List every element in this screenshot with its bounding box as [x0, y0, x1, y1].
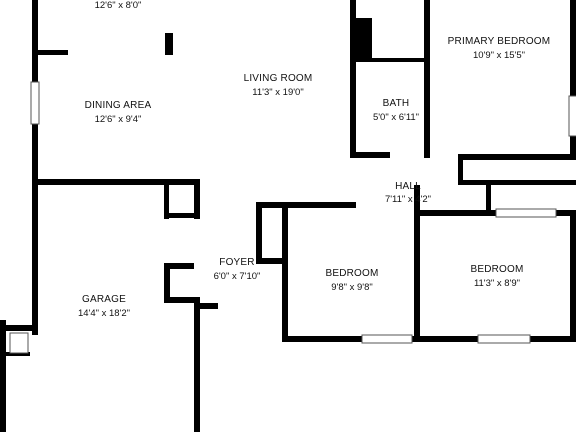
window-dining-left [30, 81, 40, 125]
wall-garage-right [194, 297, 200, 432]
wall-foyer-upper-right [194, 179, 200, 219]
wall-bedroom-divider [414, 216, 420, 342]
wall-bedrooms-top [256, 202, 356, 208]
wall-garage-inner-top [164, 263, 194, 269]
wall-foyer-left-stub [256, 202, 262, 264]
wall-garage-left-upper [32, 185, 38, 335]
wall-garage-step2 [6, 352, 30, 356]
bedroom-right-dims: 11'3" x 8'9" [474, 278, 520, 289]
dining-area-name: DINING AREA [85, 100, 152, 111]
wall-garage-left [0, 320, 6, 432]
hall-name: HALL [395, 181, 421, 192]
window-hall-closet [495, 208, 557, 218]
dining-area-dims: 12'6" x 9'4" [95, 114, 142, 125]
wall-garage-foyer-right [194, 303, 218, 309]
room-labels: 12'6" x 8'0" DINING AREA 12'6" x 9'4" LI… [78, 0, 550, 319]
wall-primary-bottom [458, 154, 576, 160]
wall-bedroom-left-left [282, 202, 288, 342]
wall-garage-closet-stub [164, 185, 169, 219]
wall-garage-inner-bottom [164, 297, 200, 303]
window-bedroom-right [477, 334, 531, 344]
fixture-top [165, 33, 173, 55]
wall-bath-right [424, 0, 430, 158]
window-bedroom-left [361, 334, 413, 344]
bath-name: BATH [383, 98, 410, 109]
bedroom-left-dims: 9'8" x 9'8" [331, 282, 373, 293]
wall-primary-right [570, 0, 576, 160]
garage-name: GARAGE [82, 294, 126, 305]
window-garage-left [9, 332, 29, 354]
wall-dining-bottom [32, 179, 200, 185]
living-room-name: LIVING ROOM [244, 73, 313, 84]
bedroom-left-name: BEDROOM [325, 268, 378, 279]
wall-bath-bottom [350, 152, 390, 158]
wall-bedroom-divider-top [414, 185, 420, 216]
foyer-dims: 6'0" x 7'10" [214, 271, 261, 282]
wall-bath-top-partial [356, 58, 424, 62]
wall-garage-step [0, 325, 38, 331]
wall-hall-closet-bottom [458, 180, 576, 185]
wall-garage-inner-left [164, 263, 170, 303]
windows [9, 81, 576, 354]
wall-hall-closet-divider [486, 180, 491, 216]
hall-dims: 7'11" x 4'2" [385, 194, 431, 205]
wall-foyer-stub-bottom [256, 258, 286, 264]
window-primary-right [568, 95, 576, 137]
bath-dims: 5'0" x 6'11" [373, 112, 419, 123]
wall-top-stub [38, 50, 68, 55]
wall-garage-closet-top [164, 213, 200, 218]
wall-bedrooms-bottom [282, 336, 576, 342]
foyer-name: FOYER [219, 257, 254, 268]
top-room-dims: 12'6" x 8'0" [95, 0, 142, 11]
living-room-dims: 11'3" x 19'0" [252, 87, 303, 98]
bedroom-right-name: BEDROOM [470, 264, 523, 275]
primary-bedroom-name: PRIMARY BEDROOM [448, 36, 551, 47]
primary-bedroom-dims: 10'9" x 15'5" [473, 50, 525, 61]
wall-bath-left [350, 0, 356, 158]
wall-bedrooms-top-right [414, 210, 576, 216]
garage-dims: 14'4" x 18'2" [78, 308, 130, 319]
wall-hall-closet-left [458, 154, 463, 184]
wall-bedroom-right-right [570, 210, 576, 342]
fixture-bath [356, 18, 372, 58]
